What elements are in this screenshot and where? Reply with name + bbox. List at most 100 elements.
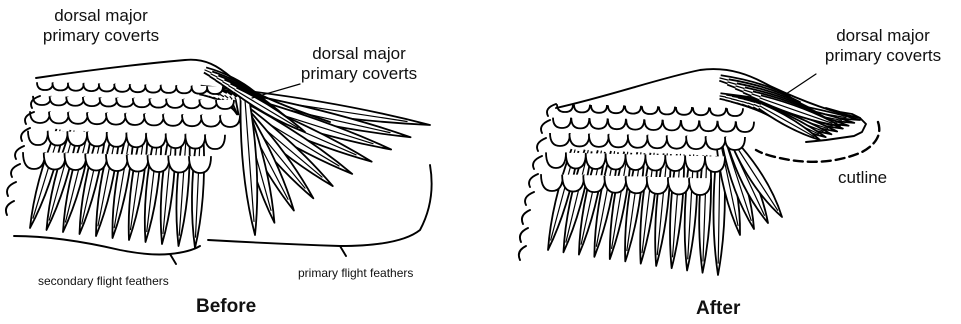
covert-feather [689,178,711,195]
covert-feather [647,177,669,194]
covert-feather [705,156,725,172]
covert-feather [87,113,107,125]
covert-feather [130,84,146,92]
covert-feather [586,153,606,169]
covert-feather [99,84,115,92]
covert-feather [106,113,126,125]
covert-feather [693,107,709,115]
covert-feather [706,137,726,150]
covert-feather [68,112,88,124]
covert-feather [591,105,607,113]
covert-feather [736,122,754,132]
covert-feather [144,114,164,126]
covert-feather [100,97,118,106]
covert-feather [44,153,66,170]
covert-feather [67,132,87,146]
before-covert-label-right: dorsal major primary coverts [292,44,426,84]
covert-feather [66,97,84,106]
after-covert-label: dorsal major primary coverts [816,26,950,66]
before-covert-label-top-text: dorsal major primary coverts [36,6,166,46]
covert-feather [659,107,675,115]
covert-feather [725,137,745,150]
covert-feather [604,176,626,193]
covert-feather [686,136,706,149]
covert-feather [127,155,149,172]
before-caption: Before [196,296,256,318]
covert-feather [183,99,201,108]
before-primary-feathers [199,86,430,235]
covert-feather [628,135,648,148]
covert-feather [28,131,48,145]
covert-feather [608,119,626,129]
after-caption: After [696,298,740,320]
covert-feather [566,153,586,169]
covert-feather [201,115,221,127]
covert-feather [161,85,177,93]
secondary-feather [176,139,189,246]
covert-feather [645,120,663,130]
covert-feather [146,133,166,147]
covert-feather [176,85,192,93]
covert-feather [148,155,170,172]
covert-feather [68,83,84,91]
covert-feather [569,133,589,146]
covert-feather [83,97,101,106]
covert-feather [116,98,134,107]
covert-feather [205,135,225,149]
covert-feather [168,156,190,173]
covert-feather [583,175,605,192]
covert-feather [49,112,69,124]
covert-feather [562,175,584,192]
covert-feather [65,153,87,170]
covert-feather [608,105,624,113]
covert-feather [192,86,208,94]
covert-feather [625,106,641,114]
covert-feather [145,85,161,93]
covert-feather [185,134,205,148]
before-wing-drawing [6,60,432,264]
covert-feather [23,152,45,169]
covert-feather [163,114,183,126]
covert-feather [590,118,608,128]
covert-feather [665,155,685,171]
covert-feather [541,174,563,191]
covert-feather [50,96,68,105]
covert-feather [106,154,128,171]
covert-feather [189,156,211,173]
covert-feather [626,119,644,129]
covert-feather [718,121,736,131]
covert-feather [546,152,566,168]
before-secondary-label: secondary flight feathers [38,274,169,288]
covert-feather [626,176,648,193]
after-covert-pointer [786,74,816,94]
covert-feather [589,134,609,147]
covert-feather [645,155,665,171]
covert-feather [149,98,167,107]
covert-feather [220,115,240,127]
after-cutline-label: cutline [838,168,887,188]
covert-feather [667,136,687,149]
covert-feather [207,86,223,94]
covert-feather [710,108,726,116]
covert-feather [606,154,626,170]
covert-feather [553,118,571,128]
covert-feather [83,83,99,91]
covert-feather [114,84,130,92]
before-primary-label: primary flight feathers [298,266,413,280]
covert-feather [126,133,146,147]
covert-feather [166,134,186,148]
covert-feather [37,82,53,90]
covert-feather [647,135,667,148]
before-covert-label-top: dorsal major primary coverts [36,6,166,46]
covert-feather [574,105,590,113]
before-secondary-bracket [14,236,200,264]
covert-feather [681,120,699,130]
covert-feather [125,113,145,125]
covert-feather [626,154,646,170]
covert-feather [199,100,217,109]
covert-feather [676,107,692,115]
covert-feather [663,120,681,130]
covert-feather [166,99,184,108]
covert-feather [52,83,68,91]
covert-feather [571,118,589,128]
